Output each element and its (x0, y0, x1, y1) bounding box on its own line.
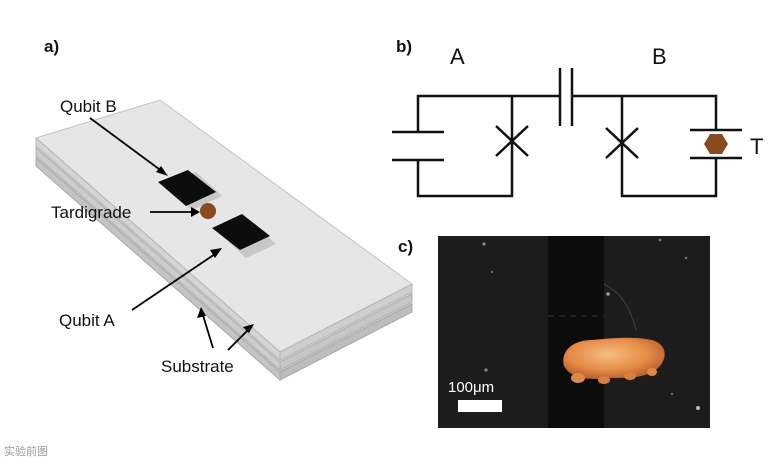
micrograph: 100μm (438, 236, 710, 428)
tardigrade-circuit-label: T (750, 134, 763, 159)
scale-bar (458, 400, 502, 412)
panel-b-label: b) (396, 37, 412, 56)
callout-arrows (89, 117, 254, 351)
qubit-a-pad (212, 214, 270, 250)
qubit-b-callout: Qubit B (60, 97, 117, 116)
tardigrade-callout: Tardigrade (51, 203, 131, 222)
tardigrade-symbol-marker (704, 134, 728, 154)
panel-a-label: a) (44, 37, 59, 56)
panel-b: b) A B T (392, 37, 763, 198)
panel-c-label: c) (398, 237, 413, 256)
qubit-b-pad (158, 170, 216, 206)
scale-bar-label: 100μm (448, 379, 494, 396)
qubit-b-circuit-label: B (652, 44, 667, 69)
substrate-stack (34, 99, 413, 382)
qubit-a-callout: Qubit A (59, 311, 115, 330)
substrate-callout: Substrate (161, 357, 234, 376)
tardigrade-micrograph (563, 337, 665, 384)
watermark-text: 实验前图 (4, 445, 48, 458)
panel-c: c) 100μm (398, 236, 710, 428)
qubit-a-circuit-label: A (450, 44, 465, 69)
panel-a: a) (34, 37, 413, 382)
circuit-schematic (392, 68, 742, 198)
tardigrade-marker (200, 203, 216, 219)
